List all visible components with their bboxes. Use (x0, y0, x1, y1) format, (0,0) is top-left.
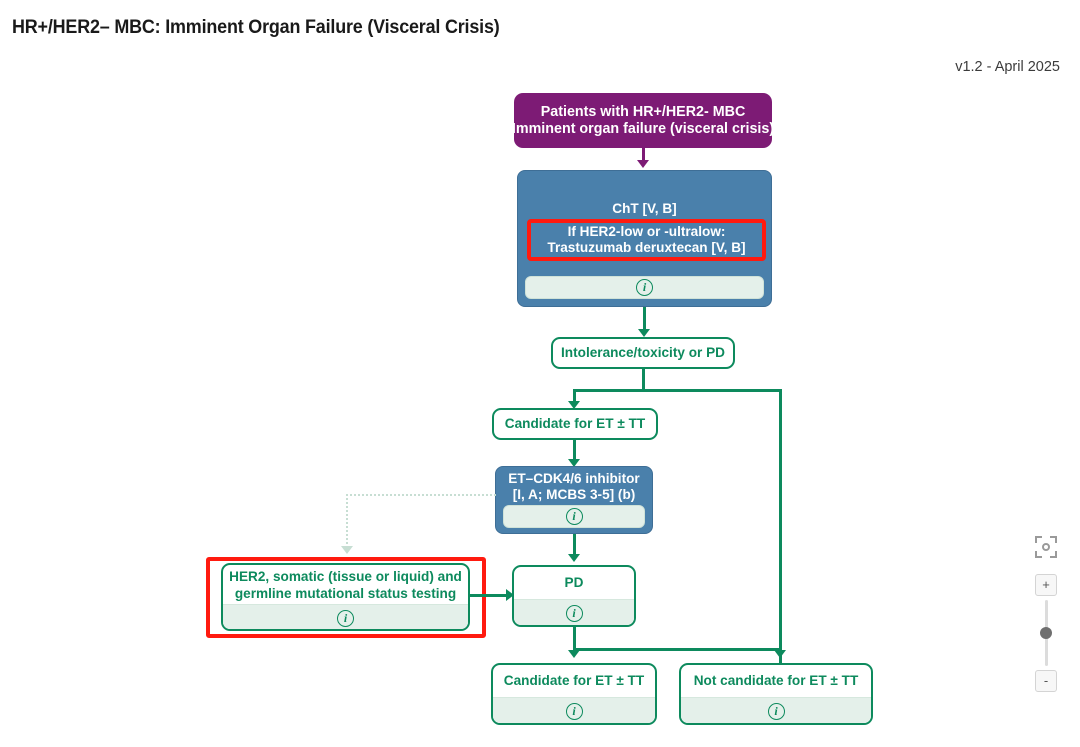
zoom-in-button[interactable]: + (1035, 574, 1057, 596)
arrowhead-candidate-to-etcdk (568, 459, 580, 467)
node-candidate-top[interactable]: Candidate for ET ± TT (492, 408, 658, 440)
zoom-slider-track[interactable] (1040, 600, 1052, 666)
arrowhead-etcdk-to-testing (341, 546, 353, 554)
node-pd-label: PD (564, 574, 584, 590)
zoom-slider-handle[interactable] (1040, 627, 1052, 639)
node-cht-line1: ChT [V, B] (612, 200, 677, 216)
node-not-candidate-info-strip[interactable]: i (681, 697, 871, 723)
arrowhead-testing-to-pd (506, 589, 514, 601)
connector-intolerance-down (642, 369, 645, 391)
arrowhead-pd-to-candidate-bottom (568, 650, 580, 658)
node-et-cdk46-line2: [I, A; MCBS 3-5] (b) (512, 487, 636, 502)
connector-patients-to-cht (642, 148, 645, 162)
connector-cht-to-intolerance (643, 307, 646, 331)
node-her2-testing-info-strip[interactable]: i (223, 604, 468, 629)
node-cht-info-strip[interactable]: i (525, 276, 764, 299)
node-et-cdk46-line1: ET–CDK4/6 inhibitor (508, 470, 640, 486)
connector-testing-to-pd (470, 594, 510, 597)
info-icon: i (565, 604, 583, 622)
node-pd[interactable]: PD i (512, 565, 636, 627)
highlight-her2-testing (206, 557, 486, 638)
connector-intolerance-split (573, 389, 781, 392)
node-her2-testing[interactable]: HER2, somatic (tissue or liquid) and ger… (221, 563, 470, 631)
node-pd-info-strip[interactable]: i (514, 599, 634, 625)
page-title: HR+/HER2– MBC: Imminent Organ Failure (V… (12, 16, 500, 38)
node-intolerance[interactable]: Intolerance/toxicity or PD (551, 337, 735, 369)
node-candidate-top-label: Candidate for ET ± TT (504, 415, 646, 431)
node-candidate-bottom-label: Candidate for ET ± TT (503, 672, 645, 688)
highlight-her2-low-line2: Trastuzumab deruxtecan [V, B] (547, 240, 746, 255)
arrowhead-etcdk-to-pd (568, 554, 580, 562)
node-candidate-bottom[interactable]: Candidate for ET ± TT i (491, 663, 657, 725)
highlight-her2-low-line1: If HER2-low or -ultralow: (567, 223, 726, 239)
node-her2-testing-line1: HER2, somatic (tissue or liquid) and (229, 569, 462, 585)
zoom-controls: + - (1033, 536, 1059, 692)
arrowhead-to-not-candidate (774, 650, 786, 658)
connector-etcdk-to-testing-vertical (346, 494, 348, 548)
node-intolerance-label: Intolerance/toxicity or PD (561, 344, 725, 360)
arrowhead-patients-to-cht (637, 160, 649, 168)
highlight-her2-low-option[interactable]: If HER2-low or -ultralow: Trastuzumab de… (527, 219, 766, 261)
node-patients[interactable]: Patients with HR+/HER2- MBC Imminent org… (514, 93, 772, 148)
arrowhead-intolerance-to-candidate (568, 401, 580, 409)
info-icon: i (767, 702, 785, 720)
info-icon: i (636, 279, 653, 296)
node-patients-line2: Imminent organ failure (visceral crisis) (514, 120, 772, 137)
node-candidate-bottom-info-strip[interactable]: i (493, 697, 655, 723)
zoom-out-button[interactable]: - (1035, 670, 1057, 692)
connector-etcdk-to-pd (573, 534, 576, 556)
version-label: v1.2 - April 2025 (955, 59, 1060, 75)
node-her2-testing-line2: germline mutational status testing (234, 585, 457, 601)
connector-pd-down (573, 627, 576, 651)
connector-intolerance-right-branch (779, 389, 782, 678)
node-et-cdk46[interactable]: ET–CDK4/6 inhibitor [I, A; MCBS 3-5] (b)… (495, 466, 653, 534)
connector-pd-split (573, 648, 781, 651)
node-not-candidate-label: Not candidate for ET ± TT (693, 672, 859, 688)
node-not-candidate[interactable]: Not candidate for ET ± TT i (679, 663, 873, 725)
node-patients-line1: Patients with HR+/HER2- MBC (540, 103, 746, 120)
node-et-cdk46-info-strip[interactable]: i (503, 505, 645, 528)
connector-etcdk-to-testing-horizontal (346, 494, 496, 496)
info-icon: i (565, 702, 583, 720)
reset-view-icon[interactable] (1035, 536, 1057, 558)
info-icon: i (565, 508, 583, 525)
connector-candidate-to-etcdk (573, 440, 576, 461)
connector-intolerance-left-branch (573, 389, 576, 403)
arrowhead-cht-to-intolerance (638, 329, 650, 337)
info-icon: i (337, 609, 354, 627)
